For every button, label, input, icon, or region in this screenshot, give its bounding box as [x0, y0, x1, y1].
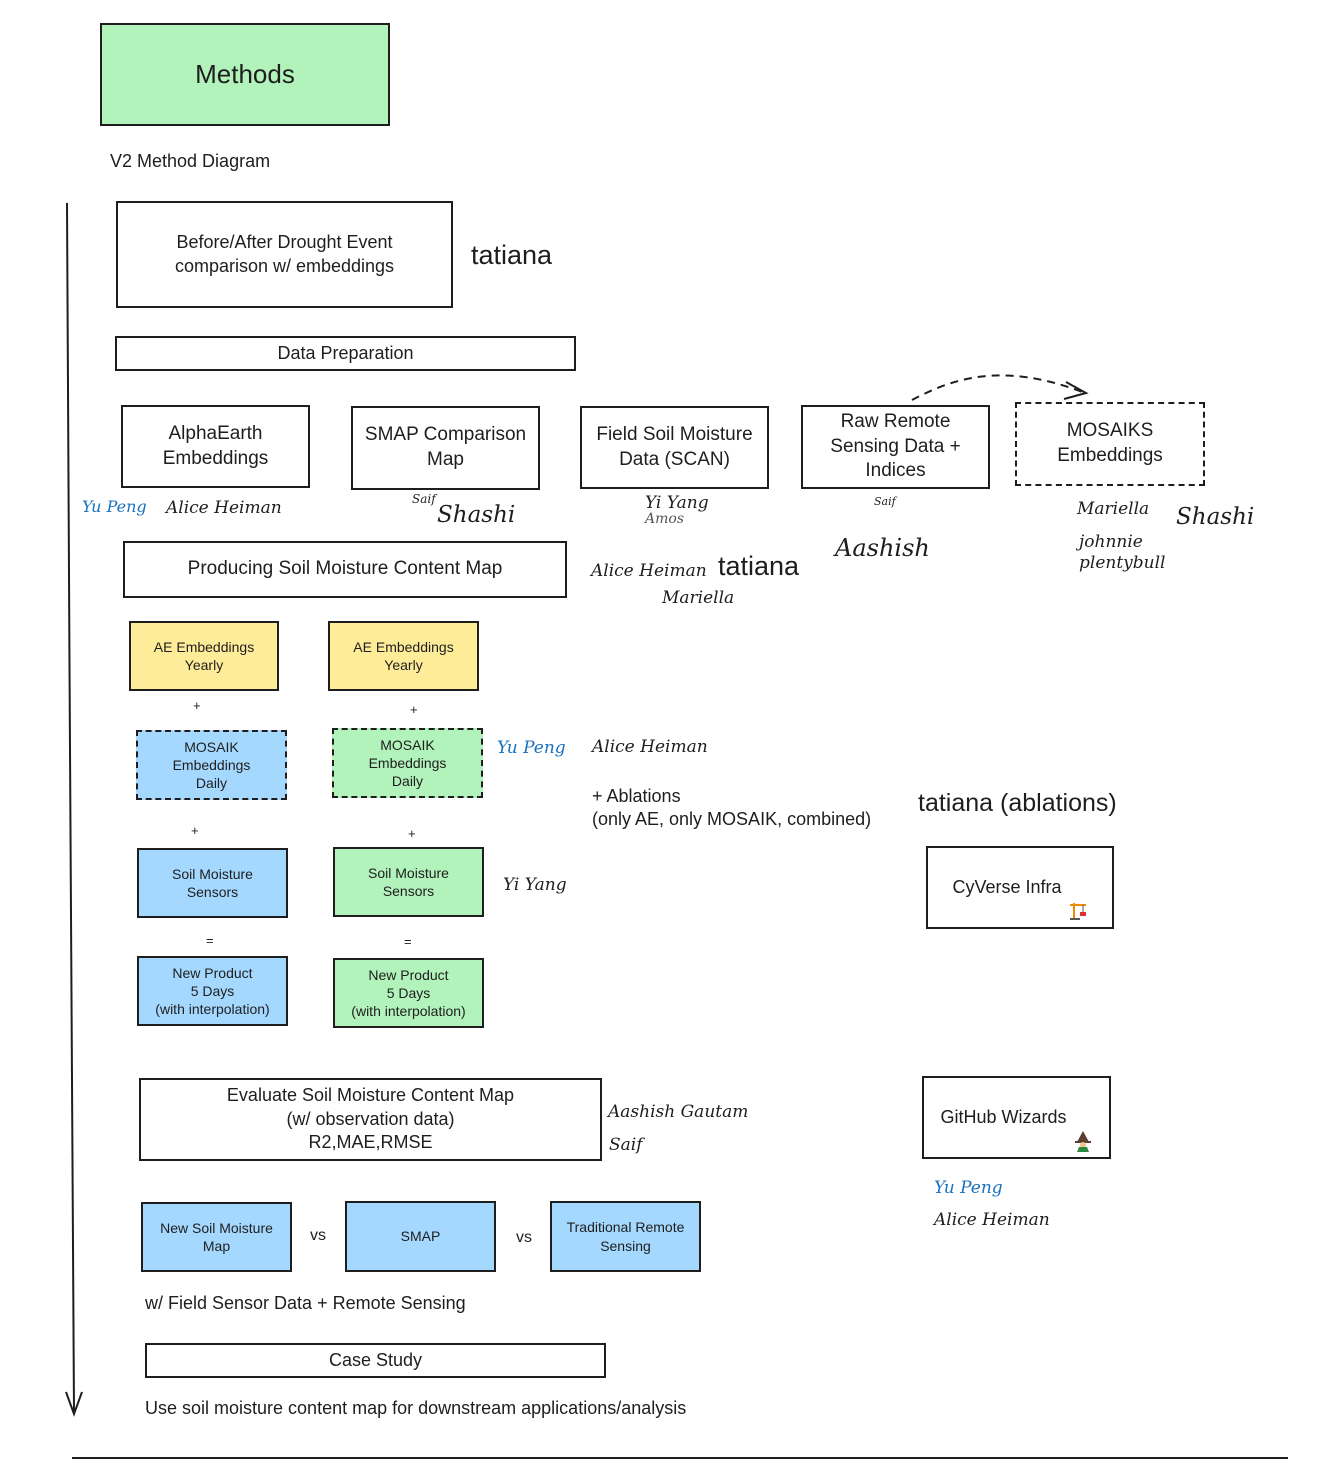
- case-study-box[interactable]: Case Study: [145, 1343, 606, 1378]
- source-mosaiks-label: MOSAIKS Embeddings: [1057, 420, 1163, 466]
- case-study-note: Use soil moisture content map for downst…: [145, 1398, 687, 1418]
- assignee-yi-yang: Yi Yang: [645, 493, 709, 513]
- producing-assignee-tatiana: tatiana: [718, 551, 800, 581]
- ablations-note: + Ablations (only AE, only MOSAIK, combi…: [592, 786, 872, 830]
- dashed-arrow-raw-to-mosaiks: [911, 374, 1086, 401]
- drought-owner: tatiana: [471, 240, 553, 270]
- mosaik-assignee-alice: Alice Heiman: [592, 737, 708, 757]
- evaluate-assignee-saif: Saif: [609, 1135, 643, 1155]
- drought-comparison-label: Before/After Drought Event comparison w/…: [174, 232, 395, 276]
- source-smap-label: SMAP Comparison Map: [364, 424, 527, 470]
- left-sensors-label: Soil Moisture Sensors: [172, 865, 253, 900]
- left-mosaik-box[interactable]: MOSAIK Embeddings Daily: [136, 730, 287, 800]
- source-alphaearth-box[interactable]: AlphaEarth Embeddings: [121, 405, 310, 488]
- github-assignee-alice: Alice Heiman: [934, 1210, 1050, 1230]
- producing-map-box[interactable]: Producing Soil Moisture Content Map: [123, 541, 567, 598]
- vs-label-2: vs: [516, 1229, 532, 1246]
- sensors-assignee-yi-yang: Yi Yang: [503, 875, 567, 895]
- compare-new-map-label: New Soil Moisture Map: [160, 1219, 273, 1254]
- crane-icon: [1068, 878, 1088, 920]
- right-ae-embeddings-box[interactable]: AE Embeddings Yearly: [328, 621, 479, 691]
- dashed-arrow-head: [1063, 381, 1089, 400]
- source-raw-remote-label: Raw Remote Sensing Data + Indices: [830, 410, 961, 482]
- right-sensors-label: Soil Moisture Sensors: [368, 864, 449, 899]
- assignee-amos: Amos: [645, 511, 684, 527]
- compare-traditional-label: Traditional Remote Sensing: [566, 1219, 685, 1254]
- ablations-owner: tatiana (ablations): [918, 789, 1117, 817]
- source-mosaiks-box[interactable]: MOSAIKS Embeddings: [1015, 402, 1205, 486]
- left-sensors-box[interactable]: Soil Moisture Sensors: [137, 848, 288, 918]
- evaluate-map-label: Evaluate Soil Moisture Content Map (w/ o…: [226, 1085, 515, 1153]
- cyverse-infra-box[interactable]: CyVerse Infra: [926, 846, 1114, 929]
- evaluate-assignee-aashish-gautam: Aashish Gautam: [608, 1102, 749, 1122]
- right-mosaik-box[interactable]: MOSAIK Embeddings Daily: [332, 728, 483, 798]
- right-plus-2: +: [408, 826, 416, 841]
- left-plus-2: +: [191, 823, 199, 838]
- right-product-label: New Product 5 Days (with interpolation): [351, 966, 466, 1020]
- source-raw-remote-box[interactable]: Raw Remote Sensing Data + Indices: [801, 405, 990, 489]
- left-ae-embeddings-label: AE Embeddings Yearly: [153, 638, 255, 673]
- assignee-aashish: Aashish: [835, 534, 930, 562]
- data-preparation-box[interactable]: Data Preparation: [115, 336, 576, 371]
- source-alphaearth-label: AlphaEarth Embeddings: [162, 422, 269, 469]
- left-equals: =: [206, 933, 214, 948]
- producing-assignee-mariella: Mariella: [662, 588, 735, 608]
- assignee-shashi-mosaiks: Shashi: [1176, 504, 1255, 530]
- vs-label-1: vs: [310, 1227, 326, 1244]
- producing-map-label: Producing Soil Moisture Content Map: [187, 558, 503, 580]
- timeline-arrow-line: [66, 202, 75, 1413]
- data-preparation-label: Data Preparation: [277, 342, 414, 363]
- assignee-saif: Saif: [412, 492, 436, 506]
- timeline-arrow-head: [65, 1391, 83, 1417]
- wizard-icon: [1073, 1107, 1093, 1152]
- compare-traditional-box[interactable]: Traditional Remote Sensing: [550, 1201, 701, 1272]
- assignee-yu-peng: Yu Peng: [82, 497, 147, 516]
- github-assignee-yu-peng: Yu Peng: [934, 1178, 1003, 1198]
- cyverse-infra-label: CyVerse Infra: [952, 876, 1062, 897]
- compare-smap-label: SMAP: [400, 1228, 441, 1245]
- compare-new-map-box[interactable]: New Soil Moisture Map: [141, 1202, 292, 1272]
- assignee-shashi: Shashi: [437, 502, 516, 528]
- compare-smap-box[interactable]: SMAP: [345, 1201, 496, 1272]
- github-wizards-box[interactable]: GitHub Wizards: [922, 1076, 1111, 1159]
- mosaik-assignee-yu-peng: Yu Peng: [497, 738, 566, 758]
- case-study-label: Case Study: [328, 1349, 423, 1370]
- producing-assignee-alice: Alice Heiman: [591, 561, 707, 581]
- assignee-johnnie-plentybull: johnnie plentybull: [1079, 532, 1166, 574]
- left-plus-1: +: [193, 698, 201, 713]
- source-field-soil-box[interactable]: Field Soil Moisture Data (SCAN): [580, 406, 769, 489]
- drought-comparison-box[interactable]: Before/After Drought Event comparison w/…: [116, 201, 453, 308]
- source-field-soil-label: Field Soil Moisture Data (SCAN): [596, 423, 753, 470]
- left-product-box[interactable]: New Product 5 Days (with interpolation): [137, 956, 288, 1026]
- right-plus-1: +: [410, 702, 418, 717]
- assignee-mariella: Mariella: [1077, 499, 1150, 519]
- assignee-alice-heiman: Alice Heiman: [166, 498, 282, 518]
- left-ae-embeddings-box[interactable]: AE Embeddings Yearly: [129, 621, 279, 691]
- evaluate-map-box[interactable]: Evaluate Soil Moisture Content Map (w/ o…: [139, 1078, 602, 1161]
- page-subtitle: V2 Method Diagram: [110, 151, 271, 171]
- right-sensors-box[interactable]: Soil Moisture Sensors: [333, 847, 484, 917]
- methods-title-box[interactable]: Methods: [100, 23, 390, 126]
- methods-title: Methods: [195, 58, 295, 89]
- github-wizards-label: GitHub Wizards: [940, 1106, 1067, 1127]
- assignee-saif-small: Saif: [874, 495, 896, 508]
- right-ae-embeddings-label: AE Embeddings Yearly: [353, 638, 454, 673]
- left-product-label: New Product 5 Days (with interpolation): [155, 964, 270, 1018]
- right-product-box[interactable]: New Product 5 Days (with interpolation): [333, 958, 484, 1028]
- right-mosaik-label: MOSAIK Embeddings Daily: [368, 736, 447, 790]
- comparison-note: w/ Field Sensor Data + Remote Sensing: [145, 1293, 466, 1313]
- left-mosaik-label: MOSAIK Embeddings Daily: [172, 738, 251, 792]
- source-smap-box[interactable]: SMAP Comparison Map: [351, 406, 540, 490]
- right-equals: =: [404, 934, 412, 949]
